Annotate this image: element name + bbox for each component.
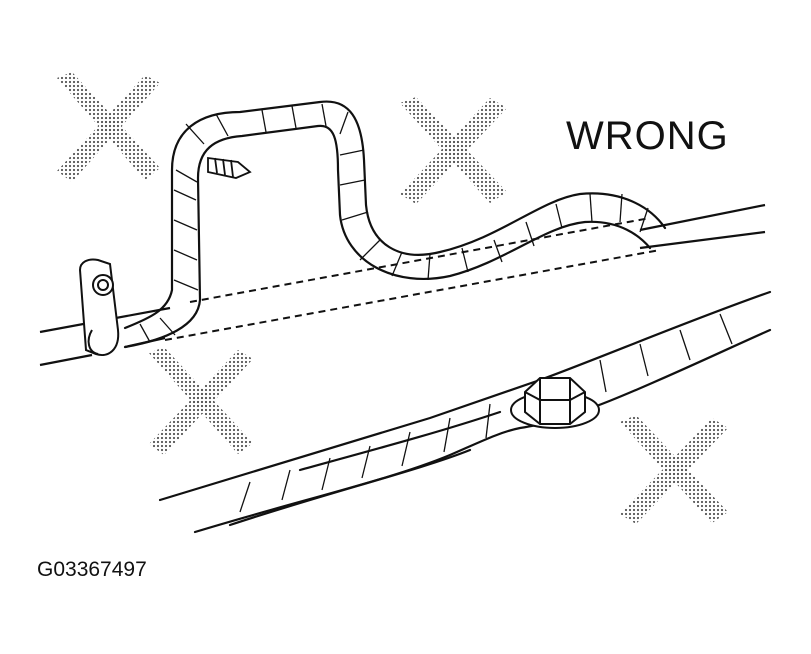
harness-loop — [123, 100, 667, 349]
lower-harness-wrap — [239, 313, 733, 513]
correct-route-dashed — [164, 217, 661, 341]
clamp-bracket — [78, 258, 120, 356]
harness-loop-wrap — [139, 103, 649, 343]
wrong-label: WRONG — [566, 114, 729, 158]
x-mark — [620, 415, 728, 524]
lower-harness — [158, 290, 772, 534]
x-mark — [57, 72, 160, 182]
x-mark — [149, 347, 253, 455]
bolt-head — [510, 377, 600, 429]
screw-tip — [207, 156, 252, 179]
x-mark — [400, 97, 507, 204]
figure-code: G03367497 — [37, 558, 147, 581]
